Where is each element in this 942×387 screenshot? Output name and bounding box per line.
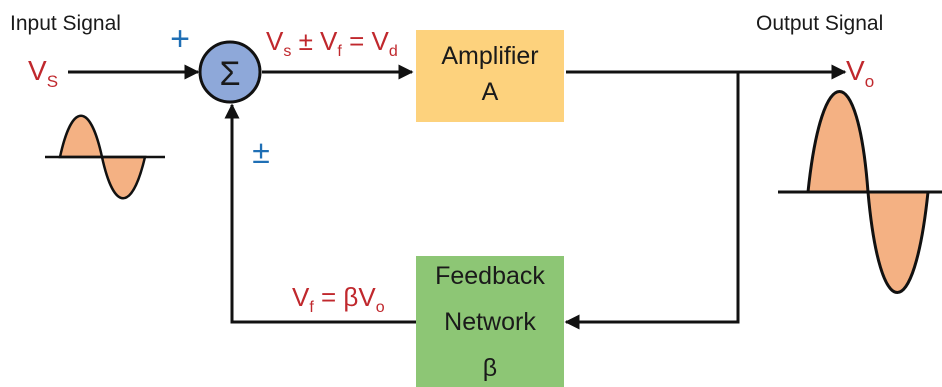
output-signal-title: Output Signal	[756, 12, 883, 35]
input-signal-title: Input Signal	[10, 12, 121, 35]
sigma-symbol: Σ	[219, 55, 240, 93]
input-voltage-label: VS	[28, 55, 58, 91]
summer-equation: Vs ± Vf = Vd	[266, 26, 398, 60]
plus-sign: +	[170, 20, 190, 58]
feedback-equation: Vf = βVo	[292, 282, 385, 316]
amplifier-label: Amplifier	[441, 42, 538, 70]
beta-label: β	[483, 354, 497, 382]
output-sine-wave	[778, 90, 942, 294]
feedback-network-block	[416, 256, 564, 387]
summing-junction	[198, 40, 262, 104]
input-sine-wave	[45, 114, 165, 200]
feedback-label: Feedback	[435, 262, 545, 290]
network-label: Network	[444, 308, 536, 336]
output-voltage-label: Vo	[846, 55, 874, 91]
plus-minus-sign: ±	[252, 134, 270, 170]
feedback-return-wire	[564, 72, 740, 330]
amplifier-gain-label: A	[482, 78, 499, 106]
amplifier-block	[416, 30, 564, 122]
feedback-to-summer-wire	[224, 103, 416, 324]
